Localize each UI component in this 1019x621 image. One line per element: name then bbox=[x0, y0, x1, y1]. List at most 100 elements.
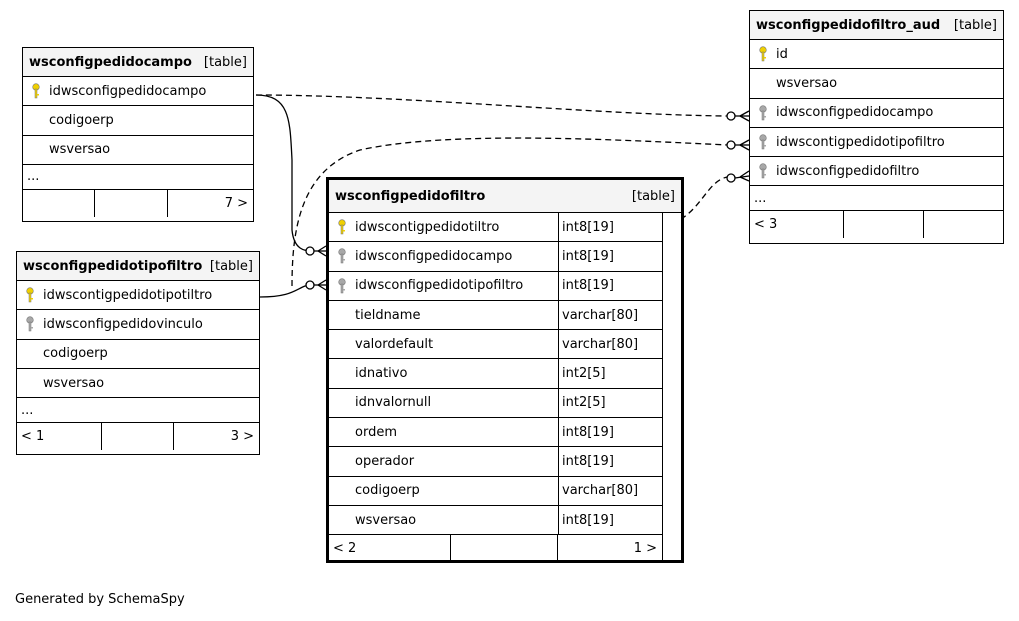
table-name: wsconfigpedidotipofiltro bbox=[23, 258, 203, 274]
column-type: int8[19] bbox=[558, 447, 662, 476]
column-row[interactable]: idwsconfigpedidocampo int8[19] bbox=[329, 242, 662, 272]
generated-by-label: Generated by SchemaSpy bbox=[15, 592, 185, 607]
footer-middle bbox=[102, 423, 174, 451]
column-row[interactable]: wsversao bbox=[23, 136, 253, 165]
column-row[interactable]: wsversao int8[19] bbox=[329, 505, 662, 536]
table-kind: [table] bbox=[631, 188, 675, 204]
more-columns: ... bbox=[17, 398, 259, 424]
footer-children[interactable]: 7 > bbox=[224, 195, 248, 211]
no-key-spacer bbox=[329, 301, 355, 329]
column-name: wsversao bbox=[355, 512, 417, 528]
column-row[interactable]: wsversao bbox=[17, 369, 259, 399]
column-name: idwscontigpedidotiltro bbox=[355, 219, 500, 235]
footer-children[interactable]: 3 > bbox=[230, 429, 254, 445]
column-name: codigoerp bbox=[43, 346, 108, 362]
column-name: wsversao bbox=[49, 142, 111, 158]
crowfoot-aud-campo bbox=[726, 110, 750, 122]
table-footer: < 2 1 > bbox=[329, 535, 662, 562]
primary-key-icon bbox=[23, 77, 49, 105]
table-wsconfigpedidotipofiltro[interactable]: wsconfigpedidotipofiltro [table] idwscon… bbox=[16, 251, 260, 455]
column-type: int8[19] bbox=[558, 271, 662, 300]
no-key-spacer bbox=[750, 69, 776, 97]
column-row[interactable]: idnvalornull int2[5] bbox=[329, 388, 662, 419]
no-key-spacer bbox=[329, 506, 355, 534]
no-key-spacer bbox=[329, 447, 355, 475]
no-key-spacer bbox=[17, 369, 43, 397]
footer-children[interactable]: 1 > bbox=[633, 540, 657, 556]
column-row[interactable]: idwscontigpedidotiltro int8[19] bbox=[329, 213, 662, 243]
column-name: idwsconfigpedidocampo bbox=[355, 248, 513, 264]
table-kind: [table] bbox=[953, 17, 997, 33]
column-type: varchar[80] bbox=[558, 330, 662, 359]
column-row[interactable]: idwsconfigpedidocampo bbox=[750, 99, 1003, 128]
primary-key-icon bbox=[17, 281, 43, 309]
column-type: int8[19] bbox=[558, 242, 662, 271]
no-key-spacer bbox=[329, 359, 355, 387]
table-margin bbox=[663, 213, 681, 561]
column-row[interactable]: idwsconfigpedidofiltro bbox=[750, 157, 1003, 187]
column-name: idwsconfigpedidotipofiltro bbox=[355, 278, 524, 294]
table-header: wsconfigpedidocampo [table] bbox=[23, 48, 253, 77]
column-type: varchar[80] bbox=[558, 300, 662, 330]
column-name: idnativo bbox=[355, 366, 408, 382]
table-header: wsconfigpedidofiltro_aud [table] bbox=[750, 11, 1003, 40]
table-wsconfigpedidofiltro[interactable]: wsconfigpedidofiltro [table] idwscontigp… bbox=[326, 177, 684, 563]
column-name: idnvalornull bbox=[355, 395, 432, 411]
table-header: wsconfigpedidotipofiltro [table] bbox=[17, 252, 259, 281]
column-row[interactable]: codigoerp bbox=[23, 106, 253, 136]
column-type: int8[19] bbox=[558, 505, 662, 535]
column-name: idwscontigpedidotipofiltro bbox=[776, 134, 945, 150]
column-name: idwsconfigpedidofiltro bbox=[776, 163, 920, 179]
foreign-key-icon bbox=[329, 272, 355, 300]
column-row[interactable]: operador int8[19] bbox=[329, 447, 662, 477]
footer-parents[interactable]: < 3 bbox=[750, 211, 844, 239]
no-key-spacer bbox=[23, 106, 49, 134]
column-name: wsversao bbox=[43, 375, 105, 391]
footer-parents[interactable]: < 2 bbox=[329, 535, 451, 562]
no-key-spacer bbox=[329, 418, 355, 446]
column-row[interactable]: codigoerp bbox=[17, 340, 259, 369]
column-row[interactable]: idwscontigpedidotipotiltro bbox=[17, 281, 259, 311]
foreign-key-icon bbox=[750, 128, 776, 156]
crowfoot-filtro-campo bbox=[305, 245, 327, 257]
footer-parents[interactable]: < 1 bbox=[17, 423, 102, 451]
more-columns: ... bbox=[750, 186, 1003, 212]
table-name: wsconfigpedidofiltro bbox=[335, 188, 486, 204]
footer-middle bbox=[451, 535, 558, 562]
footer-parents[interactable] bbox=[23, 189, 95, 217]
crowfoot-aud-filtro bbox=[726, 170, 750, 183]
no-key-spacer bbox=[329, 477, 355, 505]
column-name: idwsconfigpedidocampo bbox=[776, 105, 934, 121]
footer-children[interactable] bbox=[924, 211, 1003, 238]
column-row[interactable]: idnativo int2[5] bbox=[329, 359, 662, 389]
column-row[interactable]: idwscontigpedidotipofiltro bbox=[750, 128, 1003, 158]
column-name: idwscontigpedidotipotiltro bbox=[43, 287, 213, 303]
table-wsconfigpedidocampo[interactable]: wsconfigpedidocampo [table] idwsconfigpe… bbox=[22, 47, 254, 222]
column-type: int2[5] bbox=[558, 388, 662, 418]
no-key-spacer bbox=[17, 340, 43, 368]
column-name: idwsconfigpedidocampo bbox=[49, 83, 207, 99]
column-row[interactable]: id bbox=[750, 40, 1003, 70]
column-row[interactable]: wsversao bbox=[750, 69, 1003, 99]
column-type: int8[19] bbox=[558, 213, 662, 242]
no-key-spacer bbox=[329, 330, 355, 358]
column-row[interactable]: idwsconfigpedidocampo bbox=[23, 77, 253, 107]
table-footer: < 1 3 > bbox=[17, 423, 259, 451]
more-columns: ... bbox=[23, 165, 253, 190]
crowfoot-filtro-tipofiltro bbox=[305, 279, 327, 291]
column-row[interactable]: idwsconfigpedidotipofiltro int8[19] bbox=[329, 271, 662, 301]
primary-key-icon bbox=[750, 40, 776, 68]
column-row[interactable]: idwsconfigpedidovinculo bbox=[17, 310, 259, 340]
column-type: int2[5] bbox=[558, 359, 662, 388]
column-name: operador bbox=[355, 454, 415, 470]
link-campo-to-filtro bbox=[255, 94, 313, 252]
column-type: varchar[80] bbox=[558, 476, 662, 505]
column-type: int8[19] bbox=[558, 418, 662, 447]
no-key-spacer bbox=[329, 389, 355, 417]
table-name: wsconfigpedidofiltro_aud bbox=[756, 17, 941, 33]
